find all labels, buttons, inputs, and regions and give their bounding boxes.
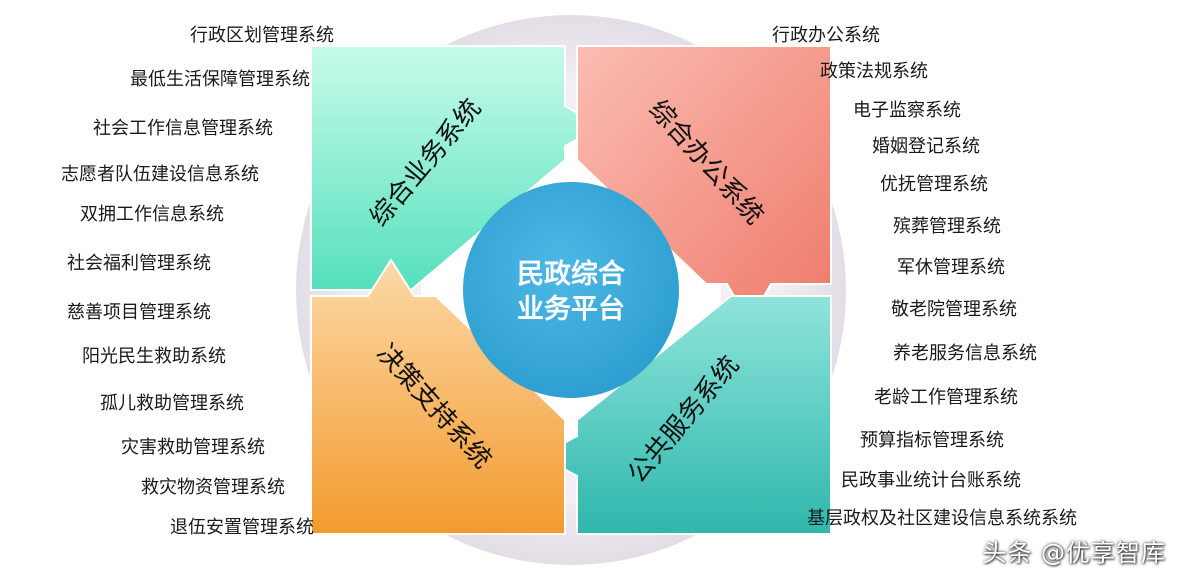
left-system-item: 孤儿救助管理系统 — [100, 393, 244, 414]
right-system-item: 政策法规系统 — [820, 61, 928, 82]
left-system-item: 灾害救助管理系统 — [121, 437, 265, 458]
left-system-item: 双拥工作信息系统 — [80, 204, 224, 225]
right-system-item: 养老服务信息系统 — [893, 343, 1037, 364]
left-system-item: 阳光民生救助系统 — [82, 346, 226, 367]
left-system-item: 志愿者队伍建设信息系统 — [61, 164, 259, 185]
left-system-item: 退伍安置管理系统 — [170, 517, 314, 538]
left-system-item: 最低生活保障管理系统 — [130, 69, 310, 90]
left-system-item: 行政区划管理系统 — [190, 25, 334, 46]
right-system-item: 优抚管理系统 — [880, 174, 988, 195]
right-system-item: 老龄工作管理系统 — [874, 387, 1018, 408]
right-system-item: 基层政权及社区建设信息系统系统 — [807, 508, 1077, 529]
right-system-item: 民政事业统计台账系统 — [841, 470, 1021, 491]
right-system-item: 军休管理系统 — [897, 257, 1005, 278]
right-system-item: 殡葬管理系统 — [893, 216, 1001, 237]
right-system-item: 预算指标管理系统 — [860, 430, 1004, 451]
center-title-line-2: 业务平台 — [517, 293, 625, 325]
left-system-item: 社会工作信息管理系统 — [93, 118, 273, 139]
right-system-item: 敬老院管理系统 — [891, 299, 1017, 320]
right-system-item: 电子监察系统 — [853, 100, 961, 121]
watermark: 头条 @优享智库 — [982, 539, 1166, 567]
right-system-item: 婚姻登记系统 — [872, 136, 980, 157]
center-circle — [463, 182, 679, 398]
left-system-item: 慈善项目管理系统 — [67, 302, 211, 323]
center-title-line-1: 民政综合 — [517, 258, 625, 290]
left-system-item: 社会福利管理系统 — [67, 253, 211, 274]
right-system-item: 行政办公系统 — [772, 25, 880, 46]
left-system-item: 救灾物资管理系统 — [141, 477, 285, 498]
